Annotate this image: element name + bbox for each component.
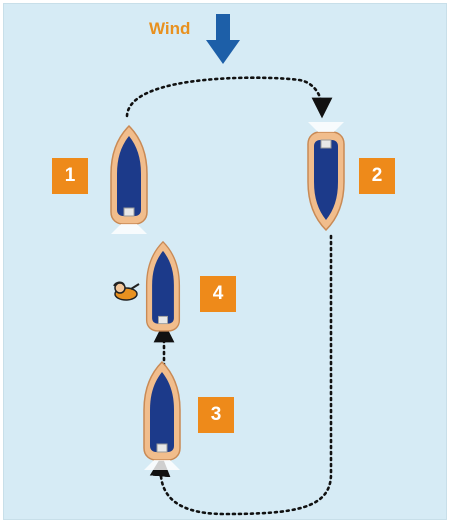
step-badge-1: 1	[52, 158, 88, 194]
step-badge-2: 2	[359, 158, 395, 194]
maneuver-path	[125, 76, 333, 516]
inflatable-boat-icon	[307, 122, 345, 232]
diagram-canvas: Wind	[3, 3, 447, 520]
inflatable-boat-icon	[110, 124, 148, 234]
path-2-to-3	[149, 234, 333, 516]
step-badge-4: 4	[200, 276, 236, 312]
inflatable-boat-icon	[145, 240, 181, 332]
person-in-water-icon	[113, 281, 140, 301]
wind-arrow-icon	[206, 14, 240, 64]
wind-label: Wind	[149, 19, 191, 38]
path-1-to-2	[125, 76, 333, 119]
inflatable-boat-icon	[143, 360, 181, 470]
step-badge-3: 3	[198, 397, 234, 433]
